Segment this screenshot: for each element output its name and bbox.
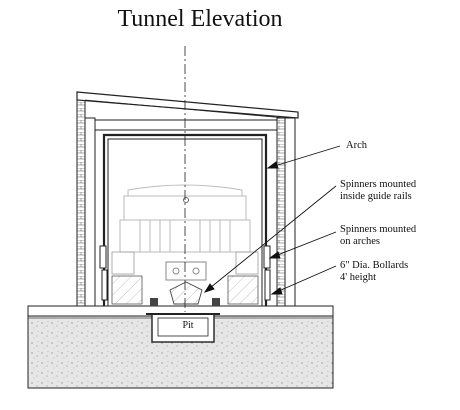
bollards-label: 6" Dia. Bollards 4' height — [340, 260, 409, 283]
spinners-guide-rails-label: Spinners mounted inside guide rails — [340, 179, 417, 202]
ground-slab — [27, 305, 334, 389]
diagram-title: Tunnel Elevation — [117, 6, 283, 32]
arch-label: Arch — [346, 140, 367, 151]
spinners-arches-label: Spinners mounted on arches — [340, 224, 417, 247]
spinners — [111, 251, 259, 306]
pit-label: Pit — [182, 320, 194, 331]
bollards — [99, 245, 271, 301]
leader-lines — [203, 145, 341, 295]
pit — [146, 313, 220, 343]
